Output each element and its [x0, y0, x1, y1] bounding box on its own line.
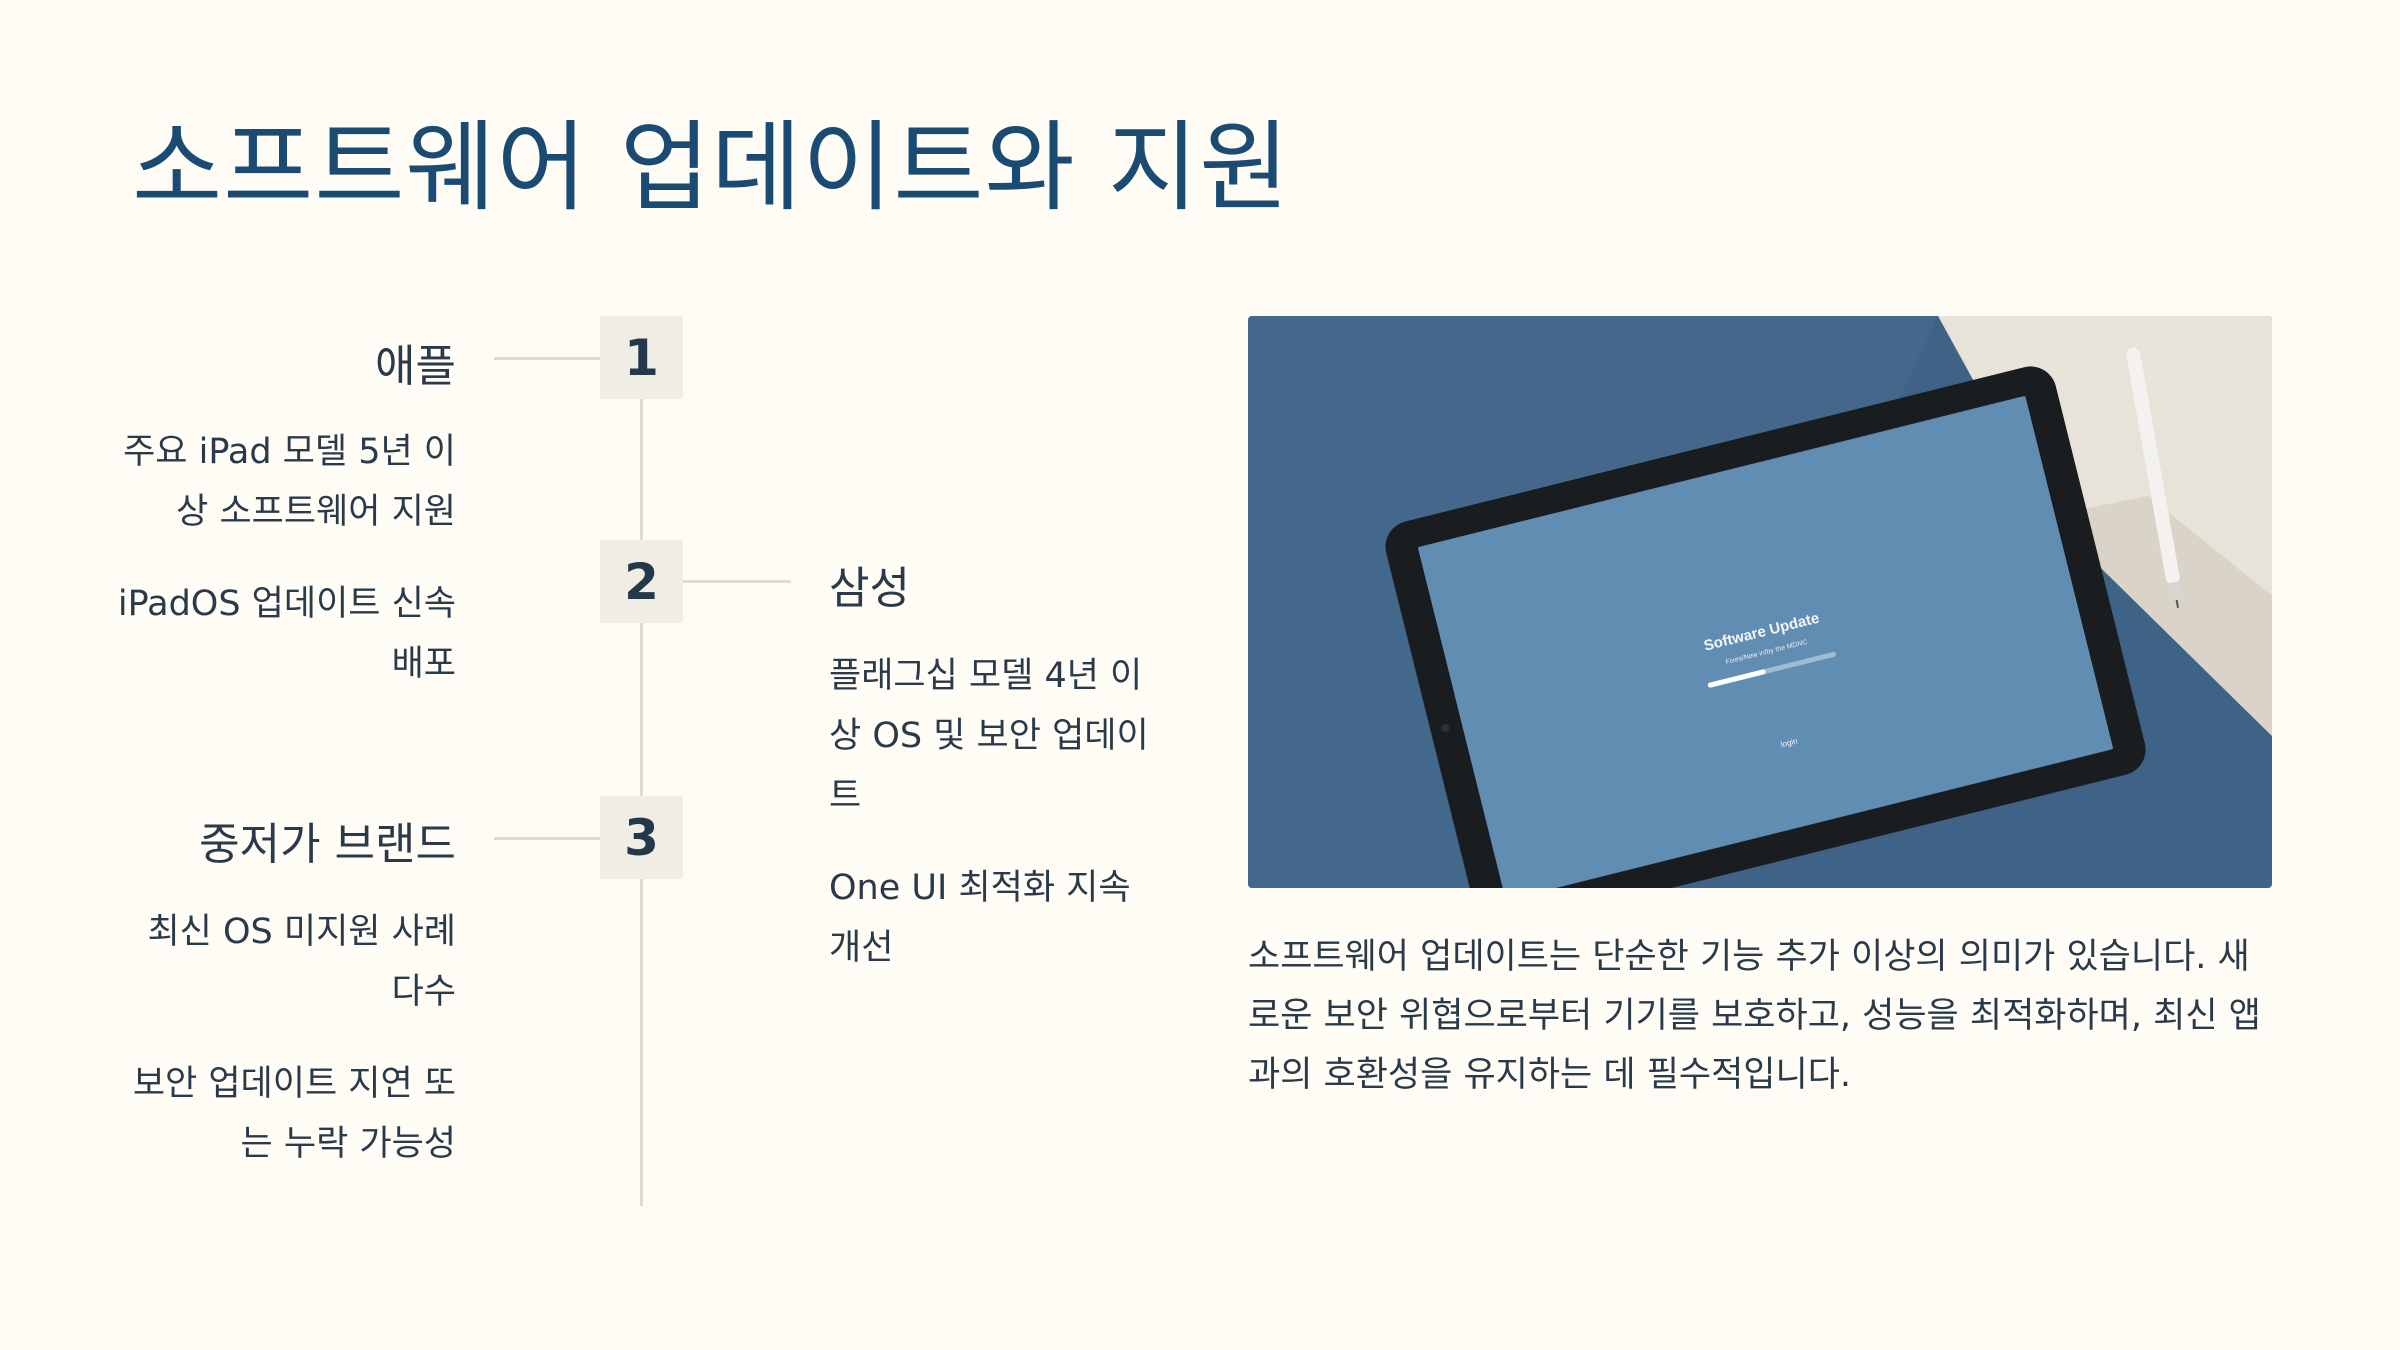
step-number-1: 1 — [600, 316, 683, 399]
step-item: 보안 업데이트 지연 또는 누락 가능성 — [132, 1064, 456, 1164]
timeline-connector-1 — [494, 357, 600, 360]
step-number-3: 3 — [600, 796, 683, 879]
timeline-connector-3 — [494, 837, 600, 840]
description-paragraph: 소프트웨어 업데이트는 단순한 기능 추가 이상의 의미가 있습니다. 새로운 … — [1248, 937, 2261, 1095]
timeline-vertical-line — [640, 318, 643, 1206]
step-number-2: 2 — [600, 540, 683, 623]
screen-progress-fill — [1707, 669, 1766, 688]
step-item: iPadOS 업데이트 신속 배포 — [117, 584, 456, 684]
step-item: One UI 최적화 지속 개선 — [829, 868, 1131, 968]
timeline-connector-2 — [683, 580, 791, 583]
page-title: 소프트웨어 업데이트와 지원 — [132, 111, 1291, 225]
step-item: 주요 iPad 모델 5년 이상 소프트웨어 지원 — [123, 432, 456, 532]
screen-button: login — [1780, 736, 1799, 749]
step-heading-apple: 애플 — [375, 341, 456, 392]
step-item: 플래그십 모델 4년 이상 OS 및 보안 업데이트 — [829, 656, 1149, 816]
step-heading-budget-brands: 중저가 브랜드 — [199, 819, 456, 870]
step-item: 최신 OS 미지원 사례 다수 — [147, 912, 456, 1012]
tablet-photo: Software Update Fixes/New in/by the MDNC… — [1248, 316, 2272, 888]
step-heading-samsung: 삼성 — [829, 563, 910, 614]
